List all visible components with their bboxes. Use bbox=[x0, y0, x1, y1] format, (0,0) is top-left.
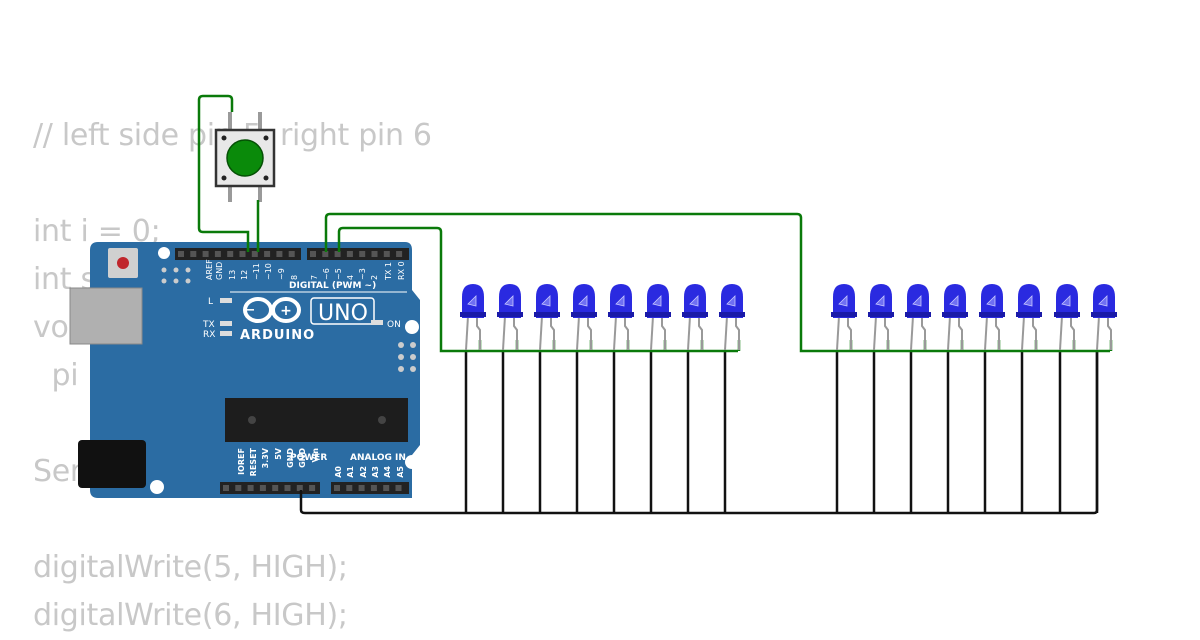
led[interactable] bbox=[534, 284, 560, 351]
svg-text:−: − bbox=[245, 303, 256, 318]
led-array bbox=[460, 284, 1117, 351]
led[interactable] bbox=[868, 284, 894, 351]
code-line: vo bbox=[33, 310, 69, 345]
svg-text:+: + bbox=[280, 303, 292, 319]
digital-pin-label: 8 bbox=[290, 275, 299, 280]
led[interactable] bbox=[608, 284, 634, 351]
digital-pin-label: 13 bbox=[228, 270, 237, 280]
digital-pin-label: 2 bbox=[370, 275, 379, 280]
led[interactable] bbox=[645, 284, 671, 351]
led[interactable] bbox=[682, 284, 708, 351]
tx-led-label: TX bbox=[202, 320, 215, 330]
led[interactable] bbox=[571, 284, 597, 351]
analog-pin-label: A1 bbox=[346, 466, 355, 478]
digital-pin-label: 12 bbox=[240, 270, 249, 280]
code-line: digitalWrite(5, HIGH); bbox=[33, 550, 348, 585]
power-pin-label: Vin bbox=[311, 448, 320, 463]
ground-wires bbox=[299, 350, 1099, 515]
usb-port bbox=[69, 287, 143, 345]
digital-pin-label: ~9 bbox=[277, 268, 286, 280]
led[interactable] bbox=[905, 284, 931, 351]
led[interactable] bbox=[497, 284, 523, 351]
power-pin-label: GND bbox=[286, 448, 295, 468]
led[interactable] bbox=[979, 284, 1005, 351]
arduino-logo-icon bbox=[243, 297, 301, 323]
led[interactable] bbox=[942, 284, 968, 351]
digital-pin-label: RX 0 bbox=[397, 261, 406, 280]
digital-pin-label: AREF bbox=[205, 259, 214, 280]
led[interactable] bbox=[460, 284, 486, 351]
pushbutton-cap[interactable] bbox=[226, 139, 264, 177]
led[interactable] bbox=[1054, 284, 1080, 351]
power-jack bbox=[78, 440, 146, 488]
analog-pin-label: A5 bbox=[396, 466, 405, 478]
power-pin-label: 5V bbox=[274, 447, 283, 460]
led[interactable] bbox=[1016, 284, 1042, 351]
code-line: Ser bbox=[33, 454, 82, 489]
analog-pin-label: A3 bbox=[371, 466, 380, 478]
board-model: UNO bbox=[318, 301, 368, 326]
l-led-label: L bbox=[208, 297, 213, 307]
power-pin-label: RESET bbox=[249, 447, 258, 476]
digital-pin-label: ~6 bbox=[322, 268, 331, 280]
power-pin-label: GND bbox=[298, 448, 307, 468]
power-pin-label: 3.3V bbox=[261, 447, 270, 468]
led[interactable] bbox=[1091, 284, 1117, 351]
digital-pin-label: GND bbox=[215, 262, 224, 280]
digital-pin-label: 7 bbox=[310, 275, 319, 280]
arduino-uno-board: − + UNO ARDUINO DIGITAL (PWM ~) POWER AN… bbox=[69, 242, 420, 498]
analog-pin-label: A4 bbox=[383, 466, 392, 478]
digital-pin-label: ~11 bbox=[252, 263, 261, 280]
digital-pin-label: ~5 bbox=[334, 268, 343, 280]
digital-pin-label: ~3 bbox=[358, 268, 367, 280]
led[interactable] bbox=[719, 284, 745, 351]
code-line: digitalWrite(6, HIGH); bbox=[33, 598, 348, 633]
board-brand: ARDUINO bbox=[240, 328, 315, 343]
power-pin-label: IOREF bbox=[237, 448, 246, 475]
power-label: POWER bbox=[290, 453, 327, 463]
digital-pin-label: TX 1 bbox=[384, 262, 393, 281]
analog-pin-label: A2 bbox=[359, 466, 368, 478]
digital-label: DIGITAL (PWM ~) bbox=[289, 281, 376, 291]
analog-label: ANALOG IN bbox=[350, 453, 406, 463]
analog-pin-label: A0 bbox=[334, 466, 343, 478]
digital-pin-label: ~10 bbox=[264, 263, 273, 280]
led[interactable] bbox=[831, 284, 857, 351]
pushbutton[interactable] bbox=[214, 112, 276, 202]
on-led-label: ON bbox=[387, 320, 401, 330]
digital-pin-label: 4 bbox=[346, 275, 355, 280]
rx-led-label: RX bbox=[203, 330, 215, 340]
